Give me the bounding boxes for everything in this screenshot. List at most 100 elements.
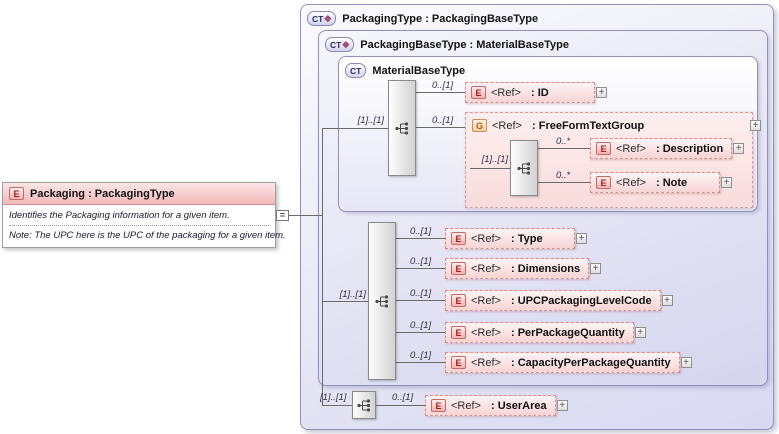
element-badge: E	[431, 399, 446, 412]
complextype-title: PackagingType : PackagingBaseType	[342, 12, 539, 25]
expand-button-perpackagequantity[interactable]: +	[634, 327, 646, 338]
expand-button-freeformtextgroup[interactable]: +	[750, 120, 761, 131]
cardinality-group: 0..[1]	[432, 115, 454, 126]
sequence-icon	[394, 121, 408, 135]
element-packaging[interactable]: E Packaging : PackagingType Identifies t…	[2, 182, 286, 248]
expand-button-userarea[interactable]: +	[556, 400, 568, 411]
group-name: : FreeFormTextGroup	[532, 119, 645, 132]
element-ref-description[interactable]: E <Ref> : Description +	[590, 138, 745, 159]
complextype-badge: CT◆	[325, 37, 355, 52]
cardinality-group-compositor: [1]..[1]	[481, 154, 508, 165]
ref-label: <Ref>	[492, 119, 522, 132]
sequence-compositor-packagingbasetype[interactable]	[368, 222, 396, 380]
group-badge: G	[472, 119, 487, 132]
sequence-compositor-packagingtype[interactable]	[352, 391, 376, 419]
connector-line	[322, 301, 368, 302]
connector-line	[470, 168, 510, 169]
sequence-compositor-materialbasetype[interactable]	[388, 80, 416, 176]
cardinality-material-compositor: [1]..[1]	[357, 115, 384, 126]
ref-label: <Ref>	[451, 399, 481, 412]
element-ref-type[interactable]: E <Ref> : Type +	[445, 228, 587, 249]
element-badge: E	[471, 86, 486, 99]
element-box[interactable]: E <Ref> : UserArea	[425, 395, 556, 416]
ref-label: <Ref>	[471, 326, 501, 339]
connector-line	[322, 405, 352, 406]
element-box[interactable]: E <Ref> : ID	[465, 82, 595, 103]
expand-button-description[interactable]: +	[733, 143, 745, 154]
expand-button-dimensions[interactable]: +	[590, 263, 602, 274]
element-ref-capacityperpackagequantity[interactable]: E <Ref> : CapacityPerPackageQuantity +	[445, 352, 692, 373]
element-badge: E	[9, 187, 24, 200]
element-name: : ID	[531, 86, 549, 99]
ct-badge-label: CT	[350, 65, 362, 76]
complex-type-icon: ◆	[342, 39, 350, 49]
cardinality-dimensions: 0..[1]	[410, 256, 432, 267]
cardinality-root-compositor: [1]..[1]	[320, 392, 347, 403]
complextype-packagingtype-header: CT◆ PackagingType : PackagingBaseType	[301, 5, 773, 26]
element-ref-userarea[interactable]: E <Ref> : UserArea +	[425, 395, 568, 416]
annotation-line: Identifies the Packaging information for…	[9, 210, 230, 221]
element-box[interactable]: E <Ref> : Type	[445, 228, 575, 249]
ref-label: <Ref>	[471, 262, 501, 275]
cardinality-type: 0..[1]	[410, 226, 432, 237]
connector-line	[416, 92, 465, 93]
annotation-line: Note: The UPC here is the UPC of the pac…	[9, 230, 286, 241]
element-name: : Description	[656, 142, 724, 155]
element-packaging-title: Packaging : PackagingType	[30, 187, 175, 200]
ct-badge-label: CT	[330, 39, 342, 50]
cardinality-note: 0..*	[556, 170, 571, 181]
cardinality-description: 0..*	[556, 136, 571, 147]
element-badge: E	[596, 176, 611, 189]
element-name: : Note	[656, 176, 688, 189]
element-box[interactable]: E <Ref> : PerPackageQuantity	[445, 322, 634, 343]
element-packaging-header: E Packaging : PackagingType	[3, 183, 275, 205]
element-ref-upcpackaginglevelcode[interactable]: E <Ref> : UPCPackagingLevelCode +	[445, 290, 673, 311]
ref-label: <Ref>	[471, 294, 501, 307]
complextype-title: PackagingBaseType : MaterialBaseType	[360, 38, 569, 51]
ct-badge-label: CT	[312, 13, 324, 24]
element-box[interactable]: E <Ref> : Note	[590, 172, 720, 193]
sequence-icon	[374, 294, 388, 308]
connector-line	[396, 300, 445, 301]
cardinality-capacityperpackagequantity: 0..[1]	[410, 350, 432, 361]
connector-line	[396, 332, 445, 333]
cardinality-perpackagequantity: 0..[1]	[410, 320, 432, 331]
cardinality-upcpackaginglevelcode: 0..[1]	[410, 288, 432, 299]
element-ref-dimensions[interactable]: E <Ref> : Dimensions +	[445, 258, 602, 279]
expand-button-note[interactable]: +	[721, 177, 732, 188]
element-box[interactable]: E <Ref> : CapacityPerPackageQuantity	[445, 352, 680, 373]
expand-button-type[interactable]: +	[576, 233, 587, 244]
element-badge: E	[451, 262, 466, 275]
ref-label: <Ref>	[616, 176, 646, 189]
element-name: : Type	[511, 232, 543, 245]
element-name: : UserArea	[491, 399, 547, 412]
element-badge: E	[451, 356, 466, 369]
connector-line	[396, 238, 445, 239]
ref-label: <Ref>	[616, 142, 646, 155]
complextype-packagingbasetype-header: CT◆ PackagingBaseType : MaterialBaseType	[319, 31, 767, 52]
ref-label: <Ref>	[471, 356, 501, 369]
element-box[interactable]: E <Ref> : UPCPackagingLevelCode	[445, 290, 661, 311]
reference-collapse-handle[interactable]: =	[276, 210, 289, 221]
sequence-compositor-freeformtextgroup[interactable]	[510, 140, 538, 196]
element-ref-id[interactable]: E <Ref> : ID +	[465, 82, 607, 103]
connector-line	[538, 148, 590, 149]
element-box[interactable]: E <Ref> : Description	[590, 138, 733, 159]
element-ref-note[interactable]: E <Ref> : Note +	[590, 172, 732, 193]
expand-button-id[interactable]: +	[596, 87, 607, 98]
expand-button-capacityperpackagequantity[interactable]: +	[680, 357, 692, 368]
element-badge: E	[451, 326, 466, 339]
element-ref-perpackagequantity[interactable]: E <Ref> : PerPackageQuantity +	[445, 322, 646, 343]
cardinality-userarea: 0..[1]	[392, 392, 414, 403]
element-box[interactable]: E <Ref> : Dimensions	[445, 258, 590, 279]
connector-line	[416, 127, 465, 128]
element-badge: E	[596, 142, 611, 155]
complex-type-icon: ◆	[324, 13, 332, 23]
expand-button-upcpackaginglevelcode[interactable]: +	[661, 295, 673, 306]
connector-line	[289, 215, 322, 216]
group-header: G <Ref> : FreeFormTextGroup	[466, 113, 752, 132]
ref-label: <Ref>	[471, 232, 501, 245]
group-ref-freeformtextgroup[interactable]: G <Ref> : FreeFormTextGroup	[465, 112, 753, 208]
element-badge: E	[451, 232, 466, 245]
